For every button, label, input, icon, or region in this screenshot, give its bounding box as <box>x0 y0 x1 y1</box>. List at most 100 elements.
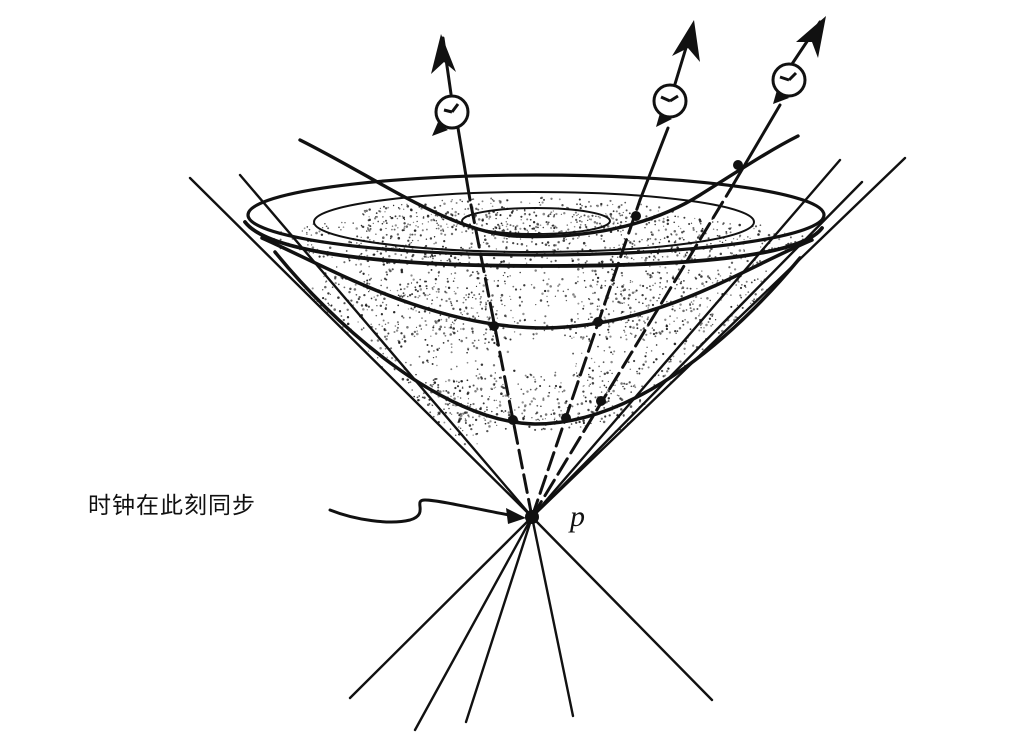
stipple-dot <box>647 244 649 246</box>
stipple-dot <box>436 364 438 367</box>
stipple-dot <box>308 390 311 393</box>
stipple-dot <box>672 275 675 278</box>
stipple-dot <box>420 328 423 330</box>
stipple-dot <box>491 199 494 201</box>
stipple-dot <box>384 323 387 325</box>
stipple-dot <box>425 285 428 288</box>
stipple-dot <box>479 297 482 300</box>
stipple-dot <box>414 295 417 299</box>
stipple-dot <box>384 307 387 310</box>
stipple-dot <box>595 233 598 236</box>
stipple-dot <box>421 257 424 260</box>
stipple-dot <box>499 201 502 204</box>
stipple-dot <box>502 228 505 231</box>
stipple-dot <box>322 343 325 346</box>
stipple-dot <box>699 303 702 306</box>
stipple-dot <box>407 239 410 242</box>
stipple-dot <box>415 211 418 214</box>
stipple-dot <box>673 309 676 312</box>
stipple-dot <box>377 357 379 359</box>
stipple-dot <box>346 322 350 326</box>
stipple-dot <box>294 385 297 388</box>
past-cone-left <box>348 515 534 700</box>
stipple-dot <box>761 359 764 362</box>
stipple-dot <box>740 296 743 299</box>
stipple-dot <box>451 208 454 210</box>
stipple-dot <box>445 286 447 288</box>
stipple-dot <box>342 379 345 382</box>
stipple-dot <box>397 304 400 307</box>
stipple-dot <box>396 326 399 329</box>
stipple-dot <box>475 375 478 377</box>
stipple-dot <box>381 301 384 304</box>
stipple-dot <box>701 392 704 395</box>
stipple-dot <box>453 331 456 335</box>
stipple-dot <box>303 308 305 310</box>
stipple-dot <box>698 304 702 307</box>
stipple-dot <box>729 294 732 297</box>
stipple-dot <box>550 413 553 416</box>
stipple-dot <box>464 419 467 422</box>
stipple-dot <box>664 318 667 321</box>
stipple-dot <box>764 311 767 314</box>
stipple-dot <box>682 323 685 326</box>
stipple-dot <box>429 411 432 414</box>
stipple-dot <box>462 412 465 415</box>
stipple-dot <box>554 384 558 388</box>
stipple-dot <box>573 373 576 376</box>
stipple-dot <box>388 254 391 258</box>
stipple-dot <box>370 383 373 386</box>
stipple-dot <box>484 238 487 242</box>
stipple-dot <box>642 284 645 288</box>
stipple-dot <box>708 255 711 258</box>
stipple-dot <box>709 313 712 316</box>
stipple-dot <box>472 434 474 436</box>
stipple-dot <box>366 254 369 257</box>
stipple-dot <box>705 421 709 424</box>
stipple-dot <box>465 230 468 233</box>
stipple-dot <box>362 272 365 275</box>
stipple-dot <box>611 260 614 263</box>
stipple-dot <box>463 442 467 446</box>
stipple-dot <box>385 434 389 437</box>
stipple-dot <box>576 221 578 223</box>
stipple-dot <box>353 458 356 461</box>
stipple-dot <box>396 451 400 454</box>
stipple-dot <box>609 199 612 202</box>
stipple-dot <box>466 361 469 364</box>
stipple-dot <box>676 451 680 454</box>
stipple-dot <box>365 249 368 252</box>
past-worldline-3 <box>530 515 575 718</box>
stipple-dot <box>743 248 745 251</box>
stipple-dot <box>657 229 660 232</box>
stipple-dot <box>554 417 556 419</box>
stipple-dot <box>682 230 685 233</box>
cone-edge-right-outer <box>530 156 907 519</box>
stipple-dot <box>447 226 449 229</box>
stipple-dot <box>509 338 512 341</box>
stipple-dot <box>630 257 633 260</box>
stipple-dot <box>385 278 388 281</box>
stipple-dot <box>673 342 677 346</box>
stipple-dot <box>696 308 699 310</box>
stipple-dot <box>743 381 746 384</box>
stipple-dot <box>686 251 688 254</box>
stipple-dot <box>557 405 561 409</box>
stipple-dot <box>406 205 410 208</box>
stipple-dot <box>581 248 584 251</box>
stipple-dot <box>653 255 656 258</box>
stipple-dot <box>746 408 749 410</box>
stipple-dot <box>451 199 453 201</box>
stipple-dot <box>429 255 432 258</box>
stipple-dot <box>402 216 406 220</box>
stipple-dot <box>490 387 493 391</box>
stipple-dot <box>552 409 554 411</box>
intersection-dot <box>489 321 499 331</box>
stipple-dot <box>741 284 743 286</box>
stipple-dot <box>644 227 646 229</box>
stipple-dot <box>542 398 545 402</box>
stipple-dot <box>513 321 516 323</box>
stipple-dot <box>429 237 433 240</box>
stipple-dot <box>410 282 413 284</box>
stipple-dot <box>579 216 581 219</box>
